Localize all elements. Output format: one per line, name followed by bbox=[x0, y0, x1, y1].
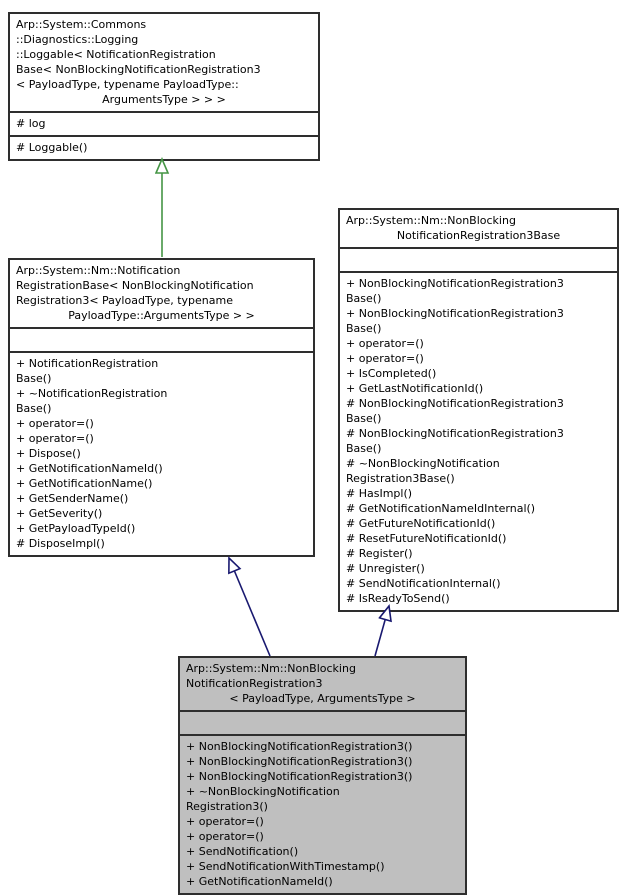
method-item: + GetNotificationName() bbox=[16, 477, 153, 490]
method-item: + NonBlockingNotificationRegistration3 bbox=[346, 277, 564, 290]
method-item: # GetNotificationNameIdInternal() bbox=[346, 502, 536, 515]
class-title-line: < PayloadType, typename PayloadType:: bbox=[16, 78, 239, 91]
class-title-line: Arp::System::Nm::NonBlocking bbox=[346, 214, 516, 227]
method-item: + operator=() bbox=[16, 432, 94, 445]
method-item: + operator=() bbox=[186, 815, 264, 828]
method-item: # ~NonBlockingNotification bbox=[346, 457, 500, 470]
method-item: + ~NotificationRegistration bbox=[16, 387, 168, 400]
class-box-loggable[interactable]: Arp::System::Commons::Diagnostics::Loggi… bbox=[8, 12, 320, 161]
method-item: # IsReadyToSend() bbox=[346, 592, 450, 605]
method-item: Base() bbox=[346, 412, 382, 425]
method-item: + NonBlockingNotificationRegistration3() bbox=[186, 740, 413, 753]
method-item: + NonBlockingNotificationRegistration3 bbox=[346, 307, 564, 320]
method-item: + NonBlockingNotificationRegistration3() bbox=[186, 755, 413, 768]
class-title: Arp::System::Commons::Diagnostics::Loggi… bbox=[10, 14, 318, 111]
method-item: + operator=() bbox=[186, 830, 264, 843]
method-item: + operator=() bbox=[16, 417, 94, 430]
method-item: Base() bbox=[16, 372, 52, 385]
class-title-line: NotificationRegistration3Base bbox=[396, 229, 561, 242]
method-item: # Unregister() bbox=[346, 562, 425, 575]
method-item: + GetPayloadTypeId() bbox=[16, 522, 136, 535]
class-methods: # Loggable() bbox=[10, 135, 318, 159]
method-item: + NonBlockingNotificationRegistration3() bbox=[186, 770, 413, 783]
class-title-line: NotificationRegistration3 bbox=[186, 677, 323, 690]
class-title-line: Arp::System::Commons bbox=[16, 18, 147, 31]
class-title-line: RegistrationBase< NonBlockingNotificatio… bbox=[16, 279, 254, 292]
class-attributes bbox=[10, 327, 313, 351]
method-item: # NonBlockingNotificationRegistration3 bbox=[346, 397, 564, 410]
method-item: Base() bbox=[16, 402, 52, 415]
method-item: # Register() bbox=[346, 547, 413, 560]
class-title-line: Arp::System::Nm::NonBlocking bbox=[186, 662, 356, 675]
method-item: Registration3() bbox=[186, 800, 268, 813]
class-title-line: PayloadType::ArgumentsType > > bbox=[68, 309, 255, 322]
class-title-line: < PayloadType, ArgumentsType > bbox=[229, 692, 416, 705]
method-item: + NotificationRegistration bbox=[16, 357, 159, 370]
method-item: # NonBlockingNotificationRegistration3 bbox=[346, 427, 564, 440]
method-item: # ResetFutureNotificationId() bbox=[346, 532, 507, 545]
method-item: + GetSenderName() bbox=[16, 492, 129, 505]
method-item: + IsCompleted() bbox=[346, 367, 437, 380]
class-title-line: Base< NonBlockingNotificationRegistratio… bbox=[16, 63, 261, 76]
class-title-line: ::Loggable< NotificationRegistration bbox=[16, 48, 216, 61]
class-title-line: ArgumentsType > > > bbox=[102, 93, 226, 106]
method-item: + GetSeverity() bbox=[16, 507, 103, 520]
class-attributes: # log bbox=[10, 111, 318, 135]
method-item: Base() bbox=[346, 292, 382, 305]
class-title-line: Arp::System::Nm::Notification bbox=[16, 264, 181, 277]
method-item: + GetNotificationNameId() bbox=[186, 875, 333, 888]
method-item: # HasImpl() bbox=[346, 487, 413, 500]
method-item: # DisposeImpl() bbox=[16, 537, 105, 550]
method-item: Base() bbox=[346, 322, 382, 335]
method-item: + operator=() bbox=[346, 337, 424, 350]
class-attributes bbox=[180, 710, 465, 734]
method-item: Registration3Base() bbox=[346, 472, 455, 485]
method-item: # GetFutureNotificationId() bbox=[346, 517, 496, 530]
public-inheritance-arrow-registration3-base bbox=[374, 606, 389, 657]
method-item: + SendNotificationWithTimestamp() bbox=[186, 860, 385, 873]
method-item: Base() bbox=[346, 442, 382, 455]
method-item: + ~NonBlockingNotification bbox=[186, 785, 340, 798]
public-inheritance-arrow-registration-base bbox=[229, 558, 271, 657]
attribute-item: # log bbox=[16, 117, 46, 130]
method-item: + GetNotificationNameId() bbox=[16, 462, 163, 475]
method-item: + operator=() bbox=[346, 352, 424, 365]
method-item: # Loggable() bbox=[16, 141, 88, 154]
method-item: + SendNotification() bbox=[186, 845, 299, 858]
method-item: # SendNotificationInternal() bbox=[346, 577, 501, 590]
method-item: + GetLastNotificationId() bbox=[346, 382, 484, 395]
class-methods: + NonBlockingNotificationRegistration3()… bbox=[180, 734, 465, 893]
class-attributes bbox=[340, 247, 617, 271]
class-title-line: ::Diagnostics::Logging bbox=[16, 33, 139, 46]
method-item: + Dispose() bbox=[16, 447, 81, 460]
class-title-line: Registration3< PayloadType, typename bbox=[16, 294, 233, 307]
